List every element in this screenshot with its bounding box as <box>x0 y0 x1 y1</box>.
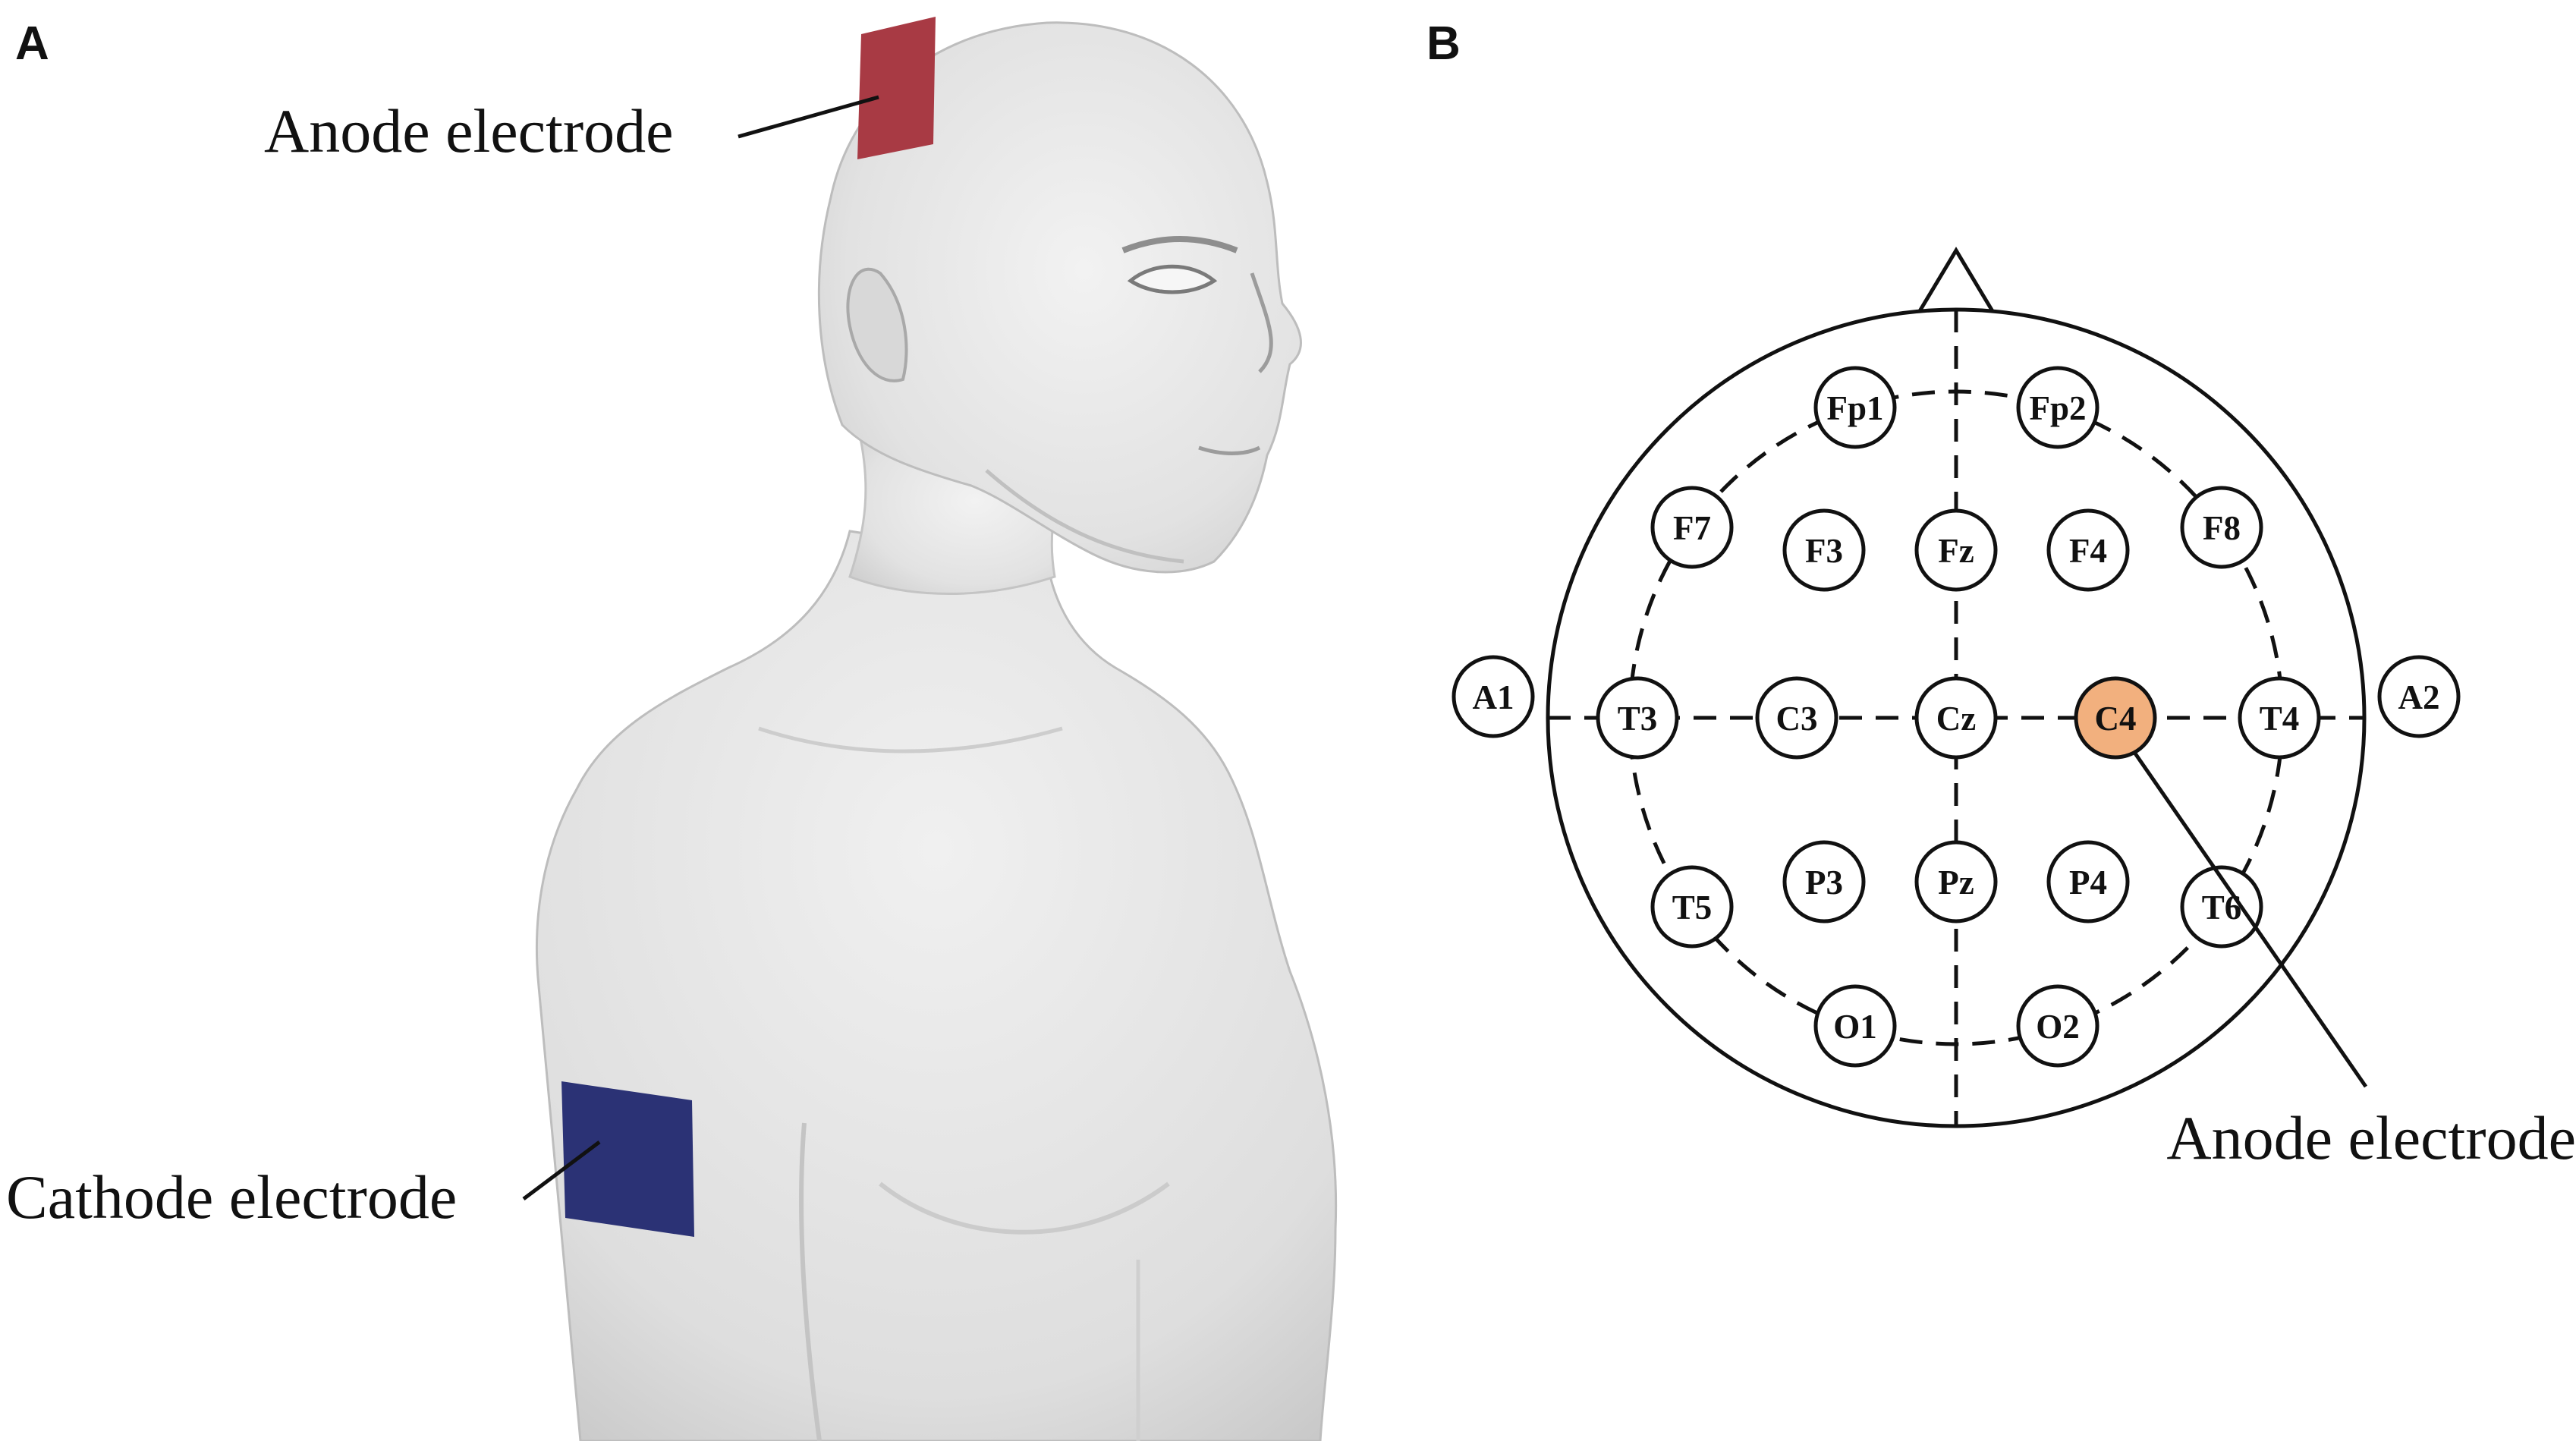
electrode-f4: F4 <box>2046 508 2130 592</box>
mouth-contour <box>1198 445 1261 455</box>
electrode-c4-highlighted: C4 <box>2074 676 2157 760</box>
ear <box>846 267 908 382</box>
electrode-label: Fz <box>1938 532 1974 570</box>
electrode-o1: O1 <box>1813 984 1897 1068</box>
anode-label-b: Anode electrode <box>2166 1103 2576 1172</box>
electrode-label: Pz <box>1938 864 1974 901</box>
panel-a-letter: A <box>15 17 49 70</box>
eyebrow <box>1121 236 1238 253</box>
arm-contour <box>799 1122 822 1441</box>
electrode-t6: T6 <box>2180 865 2263 949</box>
electrode-f3: F3 <box>1782 508 1866 592</box>
nose-marker <box>1917 247 1995 313</box>
electrode-label: T6 <box>2202 889 2242 927</box>
cathode-leader-line-a <box>522 1141 601 1200</box>
eye <box>1127 264 1218 294</box>
electrode-f8: F8 <box>2180 486 2263 569</box>
electrode-label: T3 <box>1618 700 1658 738</box>
electrode-pz: Pz <box>1914 840 1998 923</box>
anode-label-a: Anode electrode <box>264 96 674 165</box>
electrode-c3: C3 <box>1755 676 1838 760</box>
electrode-p3: P3 <box>1782 840 1866 923</box>
panel-b: B Fp1 Fp2 F7 F3 Fz F4 F8 A1 T3 C3 Cz C4 … <box>1426 17 2576 1172</box>
electrode-sites: Fp1 Fp2 F7 F3 Fz F4 F8 A1 T3 C3 Cz C4 T4… <box>1452 366 2461 1068</box>
electrode-label: F3 <box>1805 532 1843 570</box>
panel-a: A <box>6 17 1338 1441</box>
collarbone-contour <box>758 726 1063 754</box>
electrode-label: F7 <box>1673 509 1711 547</box>
torso <box>535 530 1338 1441</box>
electrode-t4: T4 <box>2238 676 2321 760</box>
panel-b-letter: B <box>1426 17 1461 70</box>
electrode-t5: T5 <box>1650 865 1734 949</box>
electrode-p4: P4 <box>2046 840 2130 923</box>
electrode-label: Fp2 <box>2029 389 2086 427</box>
electrode-label: P3 <box>1805 864 1843 901</box>
electrode-o2: O2 <box>2016 984 2099 1068</box>
anode-leader-line-a <box>738 95 879 139</box>
electrode-fp2: Fp2 <box>2016 366 2099 449</box>
anode-pad-head <box>857 17 936 159</box>
electrode-label: C3 <box>1776 700 1818 738</box>
electrode-label: O2 <box>2036 1008 2080 1046</box>
anode-leader-line-b <box>2131 750 2368 1088</box>
electrode-label: A1 <box>1473 678 1514 716</box>
electrode-a2: A2 <box>2377 655 2461 738</box>
electrode-label: P4 <box>2069 864 2107 901</box>
electrode-label: C4 <box>2095 700 2137 738</box>
jaw-contour <box>985 469 1184 564</box>
electrode-label: A2 <box>2398 678 2440 716</box>
cathode-label-a: Cathode electrode <box>6 1163 457 1232</box>
electrode-label: F4 <box>2069 532 2107 570</box>
cathode-pad-arm <box>561 1081 694 1237</box>
electrode-t3: T3 <box>1596 676 1679 760</box>
human-figure <box>535 21 1338 1441</box>
chest-contour <box>879 1181 1170 1235</box>
electrode-label: O1 <box>1833 1008 1877 1046</box>
electrode-a1: A1 <box>1452 655 1535 738</box>
electrode-label: F8 <box>2203 509 2241 547</box>
electrode-fp1: Fp1 <box>1813 366 1897 449</box>
electrode-label: Fp1 <box>1826 389 1883 427</box>
electrode-label: T4 <box>2260 700 2300 738</box>
electrode-fz: Fz <box>1914 508 1998 592</box>
electrode-label: T5 <box>1672 889 1713 927</box>
nose-contour <box>1250 272 1273 373</box>
electrode-label: Cz <box>1936 700 1976 738</box>
electrode-cz: Cz <box>1914 676 1998 760</box>
electrode-f7: F7 <box>1650 486 1734 569</box>
